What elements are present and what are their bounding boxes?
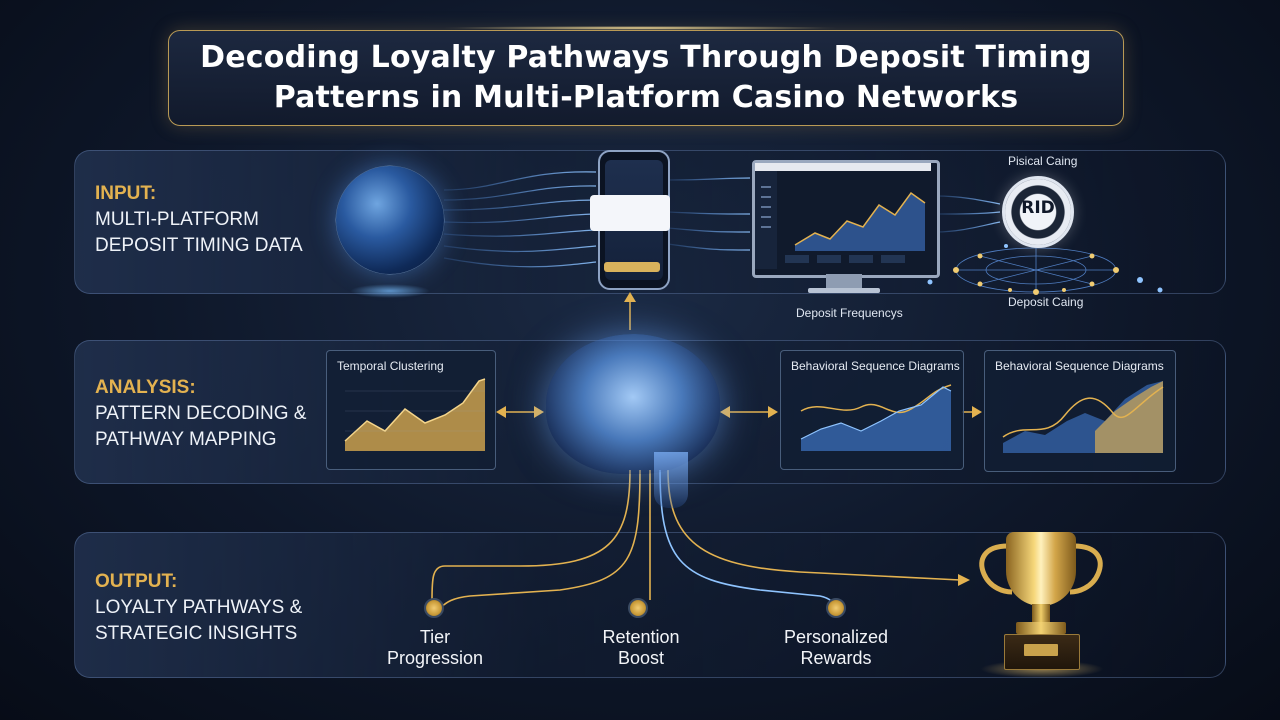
- outcome-retention-boost: Retention Boost: [602, 627, 680, 668]
- monitor-stand: [826, 274, 862, 288]
- deposit-frequency-label: Deposit Frequencys: [796, 306, 903, 320]
- globe-base: [350, 284, 430, 298]
- input-line-1: MULTI-PLATFORM: [95, 209, 259, 230]
- analysis-line-2: PATHWAY MAPPING: [95, 429, 277, 450]
- deposit-casing-label: Deposit Caing: [1008, 295, 1084, 309]
- input-flow-lines: [443, 171, 1001, 268]
- behavioral-sequence-chart-1: Behavioral Sequence Diagrams: [780, 350, 964, 470]
- chart1-title: Temporal Clustering: [337, 359, 444, 373]
- phone-deposit-button: [604, 262, 660, 272]
- brain-icon: [546, 334, 720, 474]
- trophy-plate: [1024, 644, 1058, 656]
- trophy-base-top: [1016, 622, 1066, 634]
- monitor-foot: [808, 288, 880, 293]
- chip-text: RID: [1021, 198, 1055, 218]
- trophy-icon: [1006, 532, 1076, 606]
- analysis-label: ANALYSIS: PATTERN DECODING & PATHWAY MAP…: [95, 375, 306, 453]
- arrow-up-head: [624, 292, 636, 302]
- casino-chip-icon: [1002, 176, 1074, 248]
- input-heading: INPUT:: [95, 183, 157, 204]
- title-line-1: Decoding Loyalty Pathways Through Deposi…: [200, 40, 1092, 75]
- brain-stem: [654, 452, 688, 508]
- output-label: OUTPUT: LOYALTY PATHWAYS & STRATEGIC INS…: [95, 569, 302, 647]
- chip-network-nodes-blue: [927, 244, 1163, 293]
- outcome-personalized-rewards: Personalized Rewards: [783, 627, 889, 668]
- chip-network-nodes: [953, 253, 1119, 295]
- globe-icon: [336, 166, 444, 274]
- physical-casino-label: Pisical Caing: [1008, 154, 1078, 168]
- title-box: Decoding Loyalty Pathways Through Deposi…: [168, 30, 1124, 126]
- chart2-title: Behavioral Sequence Diagrams: [791, 359, 960, 373]
- input-label: INPUT: MULTI-PLATFORM DEPOSIT TIMING DAT…: [95, 181, 303, 259]
- monitor-chart: [755, 163, 931, 269]
- input-line-2: DEPOSIT TIMING DATA: [95, 235, 303, 256]
- behavioral-sequence-chart-2: Behavioral Sequence Diagrams: [984, 350, 1176, 472]
- title-glow: [440, 26, 840, 30]
- trophy-neck: [1032, 604, 1050, 624]
- arrow-to-trophy: [958, 574, 970, 586]
- chart3-area: [1002, 381, 1164, 453]
- phone-deposit-card: [590, 195, 670, 231]
- output-line-1: LOYALTY PATHWAYS &: [95, 597, 303, 618]
- output-line-2: STRATEGIC INSIGHTS: [95, 623, 298, 644]
- title-line-2: Patterns in Multi-Platform Casino Networ…: [273, 80, 1019, 115]
- chart2-area: [800, 384, 952, 451]
- tier-progression-node: [424, 598, 444, 618]
- outcome-tier-progression: Tier Progression: [386, 627, 484, 668]
- output-heading: OUTPUT:: [95, 571, 178, 592]
- personalized-rewards-node: [826, 598, 846, 618]
- chart1-area: [344, 378, 486, 451]
- chart3-title: Behavioral Sequence Diagrams: [995, 359, 1164, 373]
- temporal-clustering-chart: Temporal Clustering: [326, 350, 496, 470]
- analysis-heading: ANALYSIS:: [95, 377, 196, 398]
- retention-boost-node: [628, 598, 648, 618]
- analysis-line-1: PATTERN DECODING &: [95, 403, 307, 424]
